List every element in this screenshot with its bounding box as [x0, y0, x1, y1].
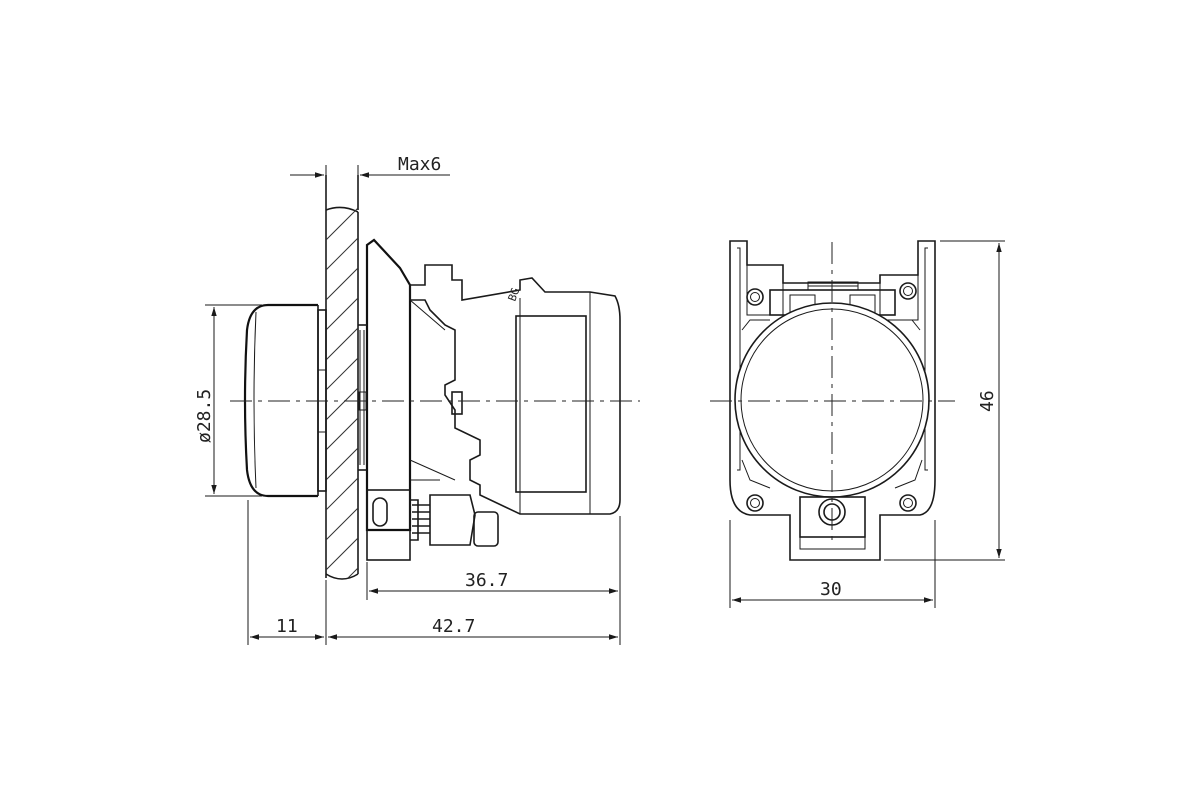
dim-depth-total: 42.7: [432, 616, 475, 637]
contact-block: [409, 264, 621, 515]
bg-marking: BG: [506, 286, 523, 303]
dim-max-panel: Max6: [398, 154, 441, 175]
dim-button-height: 11: [276, 616, 298, 637]
mounting-collar: [358, 238, 412, 532]
terminal-screw: [366, 479, 499, 561]
dim-width: 30: [820, 579, 842, 600]
front-view: 46 30: [710, 240, 1005, 608]
side-view: Max6 ø28.5 36.7 11 42.7 BG: [194, 154, 640, 645]
dim-diameter: ø28.5: [194, 389, 215, 443]
dim-depth-body: 36.7: [465, 570, 508, 591]
dim-height: 46: [977, 390, 998, 412]
